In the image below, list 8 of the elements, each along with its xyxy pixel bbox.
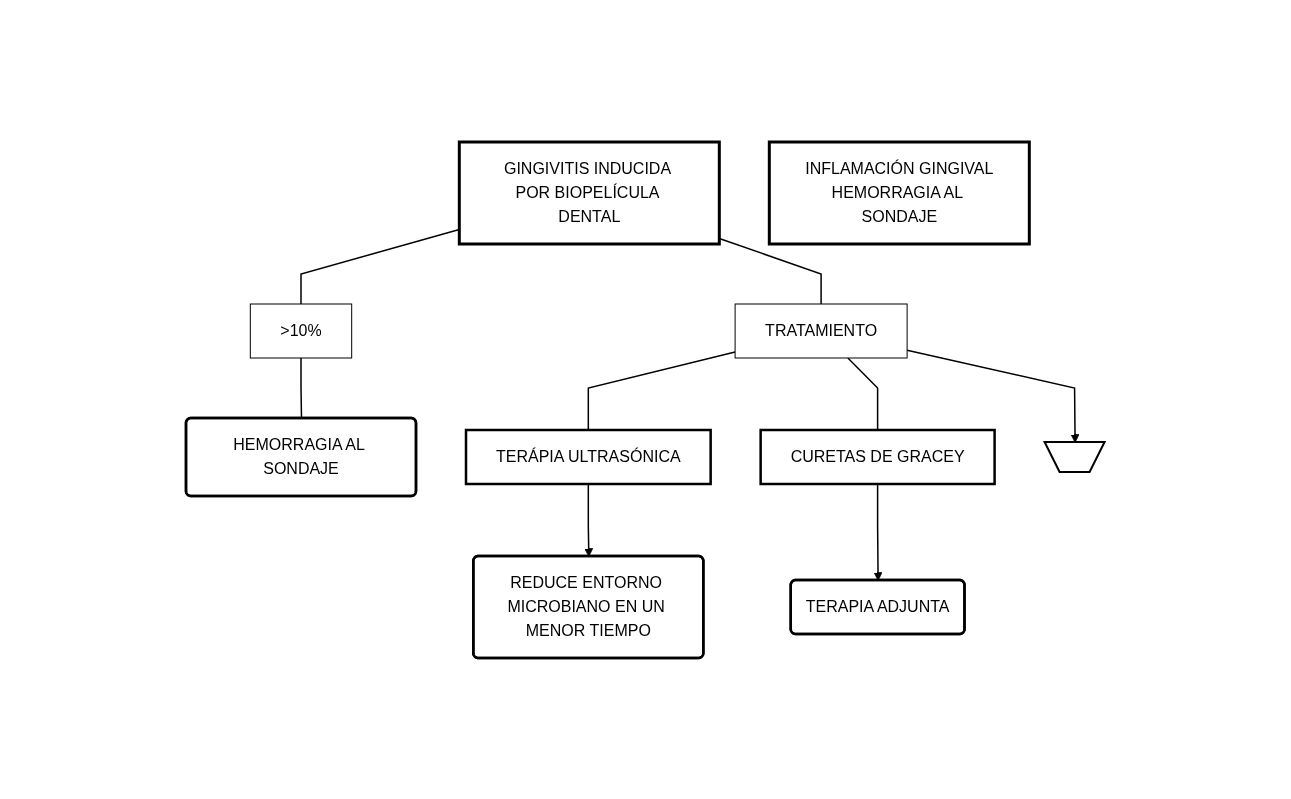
node-box: INFLAMACIÓN GINGIVAL HEMORRAGIA AL SONDAJE xyxy=(768,140,1031,245)
node-box: CURETAS DE GRACEY xyxy=(759,428,997,485)
node-box: TERÁPIA ULTRASÓNICA xyxy=(464,428,713,485)
node-box: >10% xyxy=(250,303,353,358)
node-box: TRATAMIENTO xyxy=(734,303,908,358)
node-arrow xyxy=(1043,440,1107,473)
node-box: GINGIVITIS INDUCIDA POR BIOPELÍCULA DENTAL xyxy=(458,140,721,245)
connector xyxy=(718,237,823,305)
